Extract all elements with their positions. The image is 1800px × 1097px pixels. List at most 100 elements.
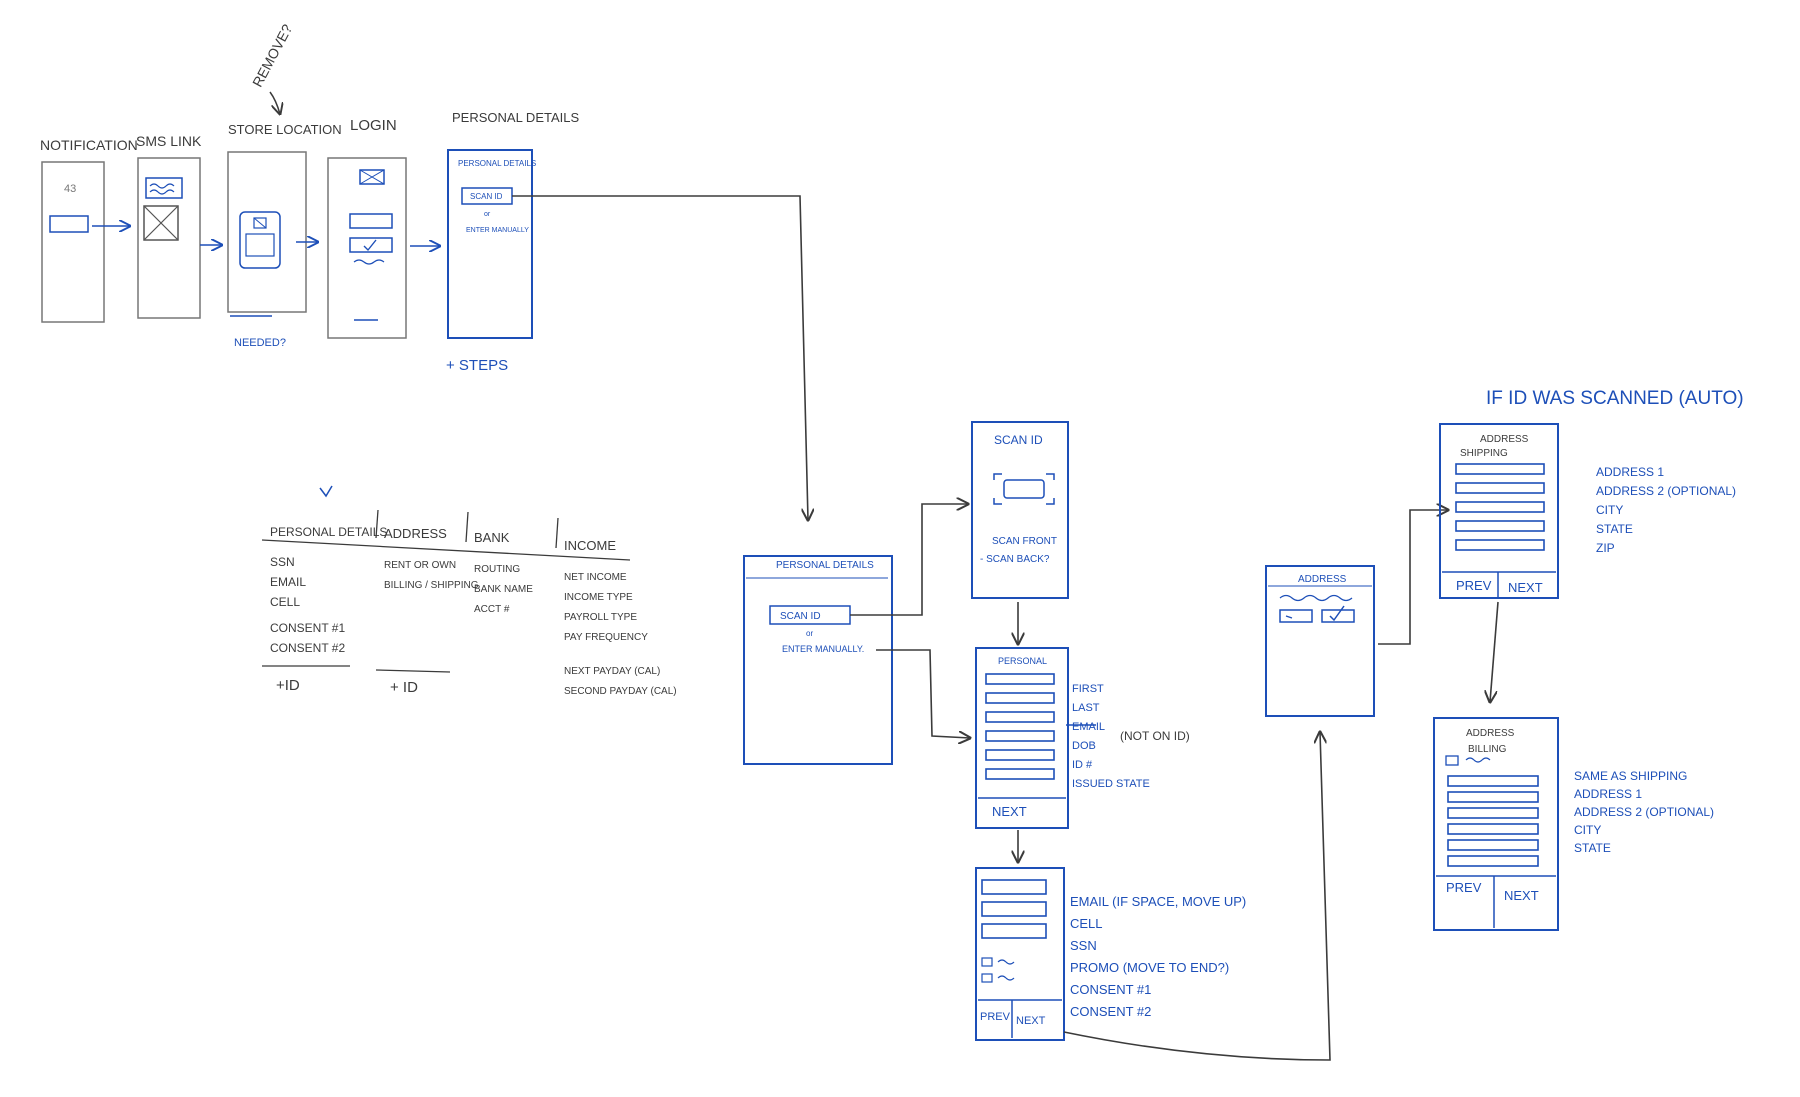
flow-personal-details-or: or: [806, 629, 813, 638]
arrow-scan-to-personal-flow: [512, 195, 808, 520]
address-billing-next-button[interactable]: NEXT: [1504, 888, 1539, 903]
arrow-scan-to-scan-id: [850, 504, 968, 616]
address-billing-input[interactable]: [1447, 791, 1539, 803]
steps-column-item: ACCT #: [474, 604, 510, 615]
address-question-squiggle: [1279, 594, 1353, 602]
personal-form-input[interactable]: [985, 768, 1055, 780]
flow-personal-details-group: PERSONAL DETAILS SCAN ID or ENTER MANUAL…: [743, 555, 893, 765]
steps-column-item: EMAIL: [270, 575, 306, 589]
personal-form-label: FIRST: [1072, 683, 1104, 695]
address-billing-input[interactable]: [1447, 823, 1539, 835]
scan-id-caption-front: SCAN FRONT: [992, 536, 1057, 547]
steps-column-item: SECOND PAYDAY (CAL): [564, 686, 677, 697]
personal-form-input[interactable]: [985, 749, 1055, 761]
same-as-shipping-checkbox[interactable]: [1445, 755, 1459, 766]
address-billing-input[interactable]: [1447, 807, 1539, 819]
address-shipping-label: ADDRESS 1: [1596, 465, 1664, 479]
address-shipping-label: CITY: [1596, 503, 1623, 517]
steps-column-footer: +ID: [276, 677, 300, 694]
steps-column-header: INCOME: [564, 538, 616, 553]
address-shipping-prev-button[interactable]: PREV: [1456, 578, 1492, 593]
login-screen: [327, 157, 407, 339]
steps-column-item: CONSENT #2: [270, 641, 345, 655]
auto-scan-note: IF ID WAS SCANNED (AUTO): [1486, 388, 1744, 409]
address-shipping-input[interactable]: [1455, 501, 1545, 513]
personal-form-screen: [975, 647, 1069, 829]
contact-next-button[interactable]: NEXT: [1016, 1015, 1046, 1027]
steps-column-item: INCOME TYPE: [564, 592, 633, 603]
sms-text-squiggle: [149, 183, 175, 195]
not-on-id-note: (NOT ON ID): [1120, 729, 1190, 743]
address-shipping-heading-2: SHIPPING: [1460, 448, 1508, 459]
address-option-own[interactable]: [1321, 609, 1355, 623]
address-option-rent[interactable]: [1279, 609, 1313, 623]
contact-form-input[interactable]: [981, 901, 1047, 917]
personal-details-top-manual-link[interactable]: ENTER MANUALLY: [466, 227, 529, 234]
address-shipping-input[interactable]: [1455, 520, 1545, 532]
notification-banner: [49, 215, 89, 233]
personal-form-label: DOB: [1072, 740, 1096, 752]
notification-screen: [41, 161, 105, 323]
sms-bubble: [145, 177, 183, 199]
address-billing-prev-button[interactable]: PREV: [1446, 880, 1482, 895]
address-billing-input[interactable]: [1447, 839, 1539, 851]
same-as-shipping-squiggle: [1465, 757, 1491, 763]
address-shipping-input[interactable]: [1455, 482, 1545, 494]
address-billing-label: STATE: [1574, 841, 1611, 855]
personal-form-input[interactable]: [985, 673, 1055, 685]
flow-personal-details-scan-label: SCAN ID: [780, 611, 821, 622]
contact-form-input[interactable]: [981, 879, 1047, 895]
personal-details-top-group: PERSONAL DETAILS PERSONAL DETAILS SCAN I…: [446, 110, 579, 374]
address-shipping-input[interactable]: [1455, 539, 1545, 551]
store-location-card: [239, 211, 281, 269]
address-billing-input[interactable]: [1447, 855, 1539, 867]
personal-form-heading: PERSONAL: [998, 656, 1047, 666]
steps-column-item: RENT OR OWN: [384, 560, 456, 571]
personal-form-next-button[interactable]: NEXT: [992, 804, 1027, 819]
personal-details-steps-note: + STEPS: [446, 357, 508, 374]
personal-form-input[interactable]: [985, 692, 1055, 704]
steps-column-item: SSN: [270, 555, 295, 569]
steps-column-item: CONSENT #1: [270, 621, 345, 635]
address-shipping-input[interactable]: [1455, 463, 1545, 475]
personal-form-input[interactable]: [985, 730, 1055, 742]
notification-screen-group: NOTIFICATION 43: [40, 137, 138, 323]
store-location-title: STORE LOCATION: [228, 122, 342, 137]
address-billing-screen-group: ADDRESS BILLING PREV NEXT SAME AS SHIPPI…: [1433, 717, 1714, 931]
contact-form-label: SSN: [1070, 938, 1097, 953]
personal-form-label: EMAIL: [1072, 721, 1105, 733]
steps-table-check: [319, 485, 333, 498]
contact-form-input[interactable]: [981, 923, 1047, 939]
address-shipping-label: STATE: [1596, 522, 1633, 536]
personal-details-top-screen: [447, 149, 533, 339]
address-billing-input[interactable]: [1447, 775, 1539, 787]
address-shipping-next-button[interactable]: NEXT: [1508, 580, 1543, 595]
scan-card-outline: [1003, 479, 1045, 499]
scan-id-caption-back: - SCAN BACK?: [980, 554, 1050, 565]
steps-column-header: PERSONAL DETAILS: [270, 525, 387, 539]
steps-column-item: PAY FREQUENCY: [564, 632, 648, 643]
personal-form-input[interactable]: [985, 711, 1055, 723]
arrow-address-to-shipping: [1378, 510, 1448, 645]
address-billing-heading-1: ADDRESS: [1466, 728, 1515, 739]
address-billing-label: ADDRESS 2 (OPTIONAL): [1574, 805, 1714, 819]
steps-column-header: BANK: [474, 530, 510, 545]
flow-personal-details-manual-link[interactable]: ENTER MANUALLY.: [782, 644, 864, 654]
scan-id-heading: SCAN ID: [994, 433, 1043, 447]
login-check-icon: [363, 239, 377, 252]
consent-1-checkbox[interactable]: [981, 957, 993, 967]
personal-details-top-scan-label: SCAN ID: [470, 192, 503, 201]
contact-prev-button[interactable]: PREV: [980, 1011, 1011, 1023]
address-option-rent-mark: [1285, 615, 1293, 619]
consent-2-checkbox[interactable]: [981, 973, 993, 983]
address-shipping-screen: [1439, 423, 1559, 599]
address-billing-fields: [1447, 775, 1539, 867]
address-shipping-screen-group: ADDRESS SHIPPING PREV NEXT ADDRESS 1ADDR…: [1439, 423, 1736, 599]
consent-1-squiggle: [997, 959, 1015, 965]
